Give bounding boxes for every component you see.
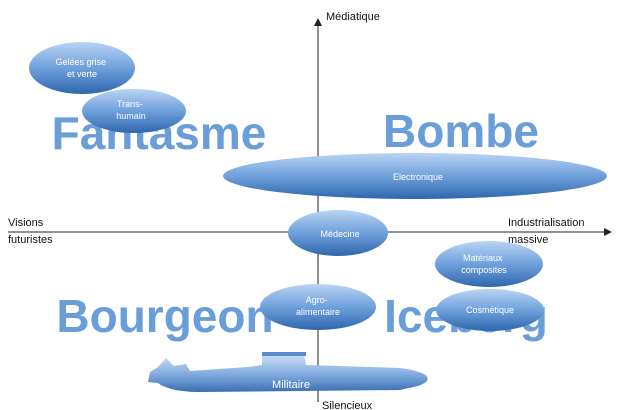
submarine-militaire: Militaire: [148, 352, 428, 392]
bubble-transhumain: Trans- humain: [82, 89, 186, 133]
svg-text:Agro- alimentaire: Agro- alimentaire: [296, 295, 340, 317]
svg-text:Militaire: Militaire: [272, 379, 310, 391]
svg-text:Médecine: Médecine: [320, 229, 359, 239]
svg-text:Electronique: Electronique: [393, 172, 443, 182]
axis-label-left: Visions futuristes: [8, 217, 53, 246]
bubble-cosmetique: Cosmétique: [436, 289, 544, 331]
quadrant-bombe: Bombe: [383, 105, 539, 157]
quadrant-bourgeon: Bourgeon: [56, 290, 273, 342]
bubble-medecine: Médecine: [288, 210, 388, 256]
axis-label-right: Industrialisation massive: [508, 217, 588, 246]
axis-label-top: Médiatique: [326, 11, 380, 23]
svg-text:Matériaux composites: Matériaux composites: [461, 253, 507, 275]
svg-text:Trans- humain: Trans- humain: [116, 99, 146, 121]
svg-text:Gelées grise et verte: Gelées grise et verte: [55, 57, 108, 79]
bubble-agro: Agro- alimentaire: [260, 284, 376, 330]
axis-label-bottom: Silencieux: [322, 400, 373, 410]
bubble-electronique: Electronique: [223, 153, 607, 199]
svg-text:Cosmétique: Cosmétique: [466, 305, 514, 315]
bubble-materiaux: Matériaux composites: [435, 241, 543, 287]
bubble-gelees: Gelées grise et verte: [29, 42, 135, 94]
